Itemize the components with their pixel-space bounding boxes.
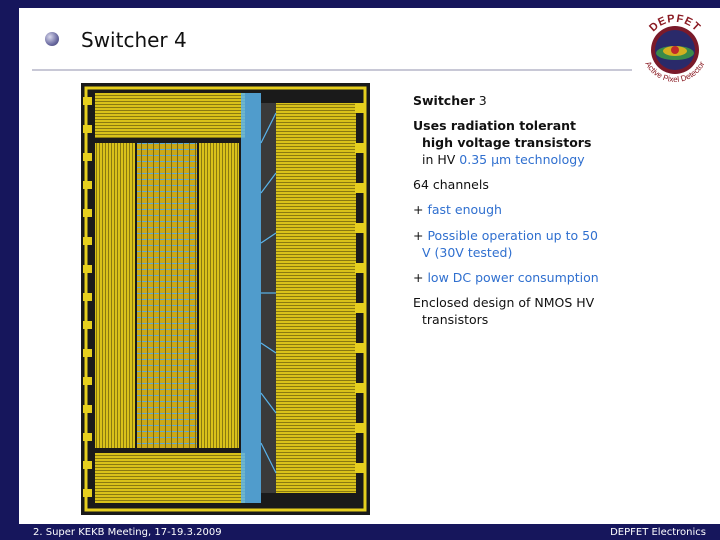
bullet-switcher: Switcher 3 <box>413 92 487 109</box>
plus-sign: + <box>413 202 428 217</box>
bullet-operation-line2: V (30V tested) <box>422 245 513 260</box>
depfet-logo: DEPFET Active Pixel Detector <box>643 13 706 84</box>
bullet-transistors-line2: high voltage transistors <box>422 135 592 150</box>
chip-layout-image <box>81 83 370 515</box>
title-underline <box>32 69 632 71</box>
chip-fanout-lines <box>260 112 277 474</box>
bullet-operation-line1: + Possible operation up to 50 <box>413 227 598 244</box>
bullet-enclosed-line1: Enclosed design of NMOS HV <box>413 295 595 310</box>
chip-right-pad-column <box>355 103 364 473</box>
operation-text: Possible operation up to 50 <box>427 228 599 243</box>
plus-sign: + <box>413 270 428 285</box>
left-frame-bar <box>0 0 19 540</box>
bullet-fast: + fast enough <box>413 201 502 218</box>
bullet-power: + low DC power consumption <box>413 269 599 286</box>
footer-bar <box>0 524 720 540</box>
footer-project-text: DEPFET Electronics <box>610 527 706 538</box>
bullet-switcher-bold: Switcher <box>413 93 475 108</box>
title-bullet-icon <box>45 32 59 46</box>
bullet-enclosed-line2: transistors <box>422 312 489 327</box>
bullet-channels: 64 channels <box>413 177 489 192</box>
bullet-switcher-rest: 3 <box>474 93 487 108</box>
bullet-transistors-line3: in HV 0.35 μm technology <box>422 151 585 168</box>
plus-sign: + <box>413 228 428 243</box>
footer-meeting-text: 2. Super KEKB Meeting, 17-19.3.2009 <box>33 527 222 538</box>
slide-title: Switcher 4 <box>81 28 187 52</box>
technology-prefix: in HV <box>422 152 460 167</box>
technology-value: 0.35 μm technology <box>459 152 585 167</box>
bullet-transistors-line1: Uses radiation tolerant <box>413 118 577 133</box>
fast-enough-text: fast enough <box>427 202 502 217</box>
top-frame-bar <box>0 0 720 8</box>
chip-pad-column <box>83 97 92 497</box>
power-text: low DC power consumption <box>427 270 599 285</box>
